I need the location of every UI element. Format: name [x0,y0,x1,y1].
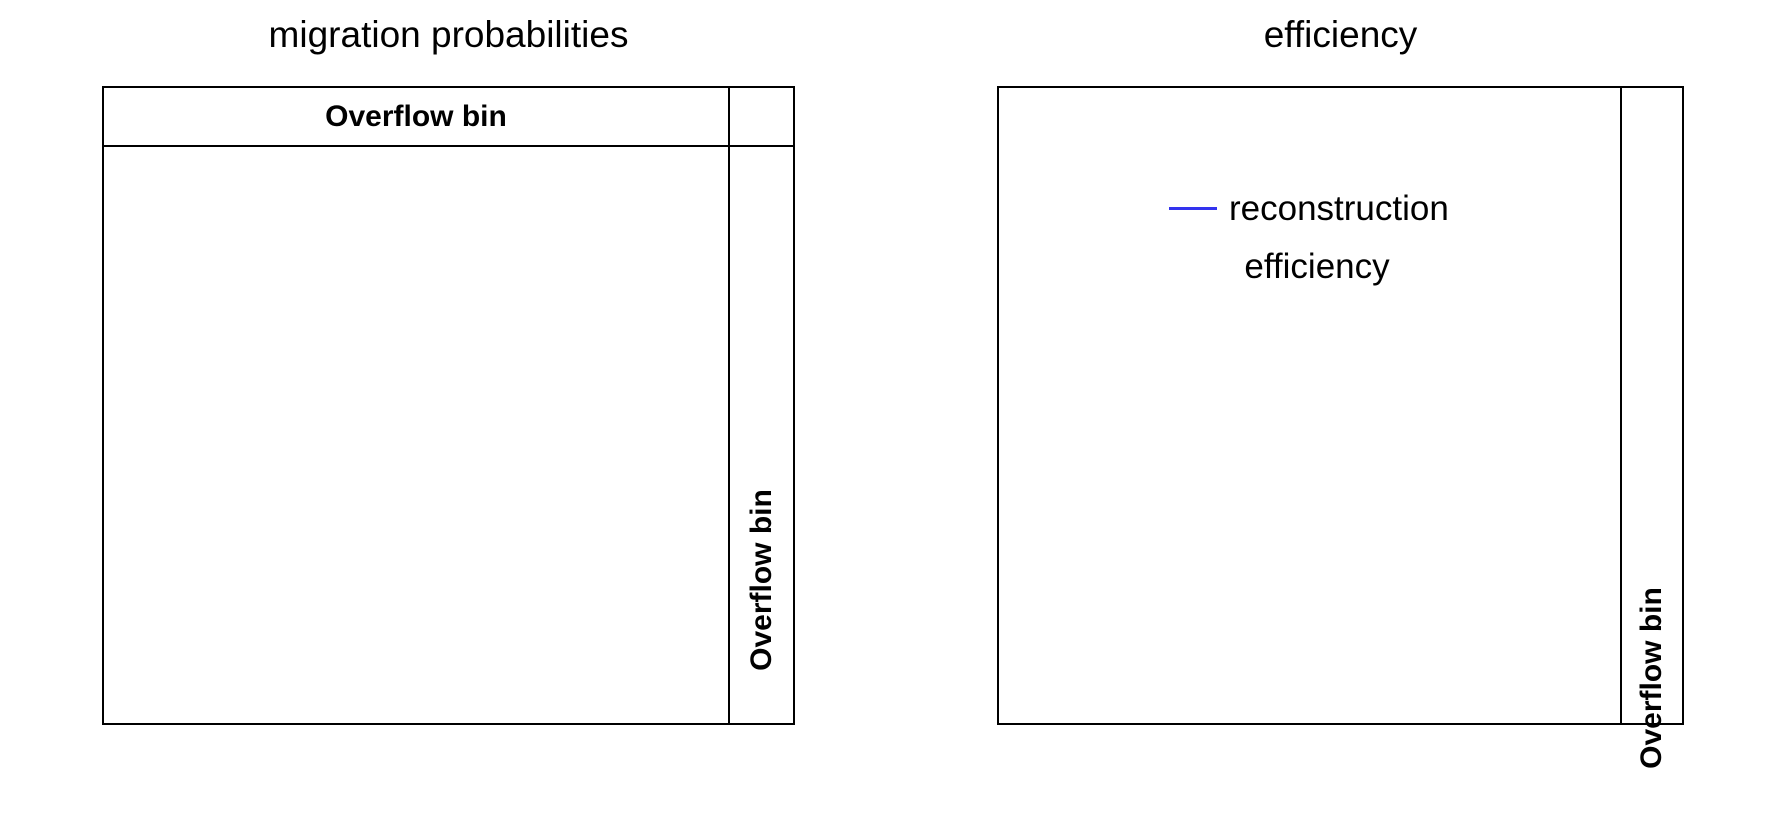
overflow-column-divider [1620,88,1622,723]
legend: reconstruction efficiency [1169,188,1569,284]
panel-title-migration-probabilities: migration probabilities [268,14,629,55]
overflow-bin-vertical-label: Overflow bin [1635,587,1668,769]
overflow-bin-header-label: Overflow bin [325,99,507,133]
overflow-column-migration: Overflow bin [730,88,793,723]
panel-title-efficiency: efficiency [1263,14,1418,55]
legend-label-line-1: reconstruction [1229,188,1449,228]
panel-efficiency: reconstruction efficiency Overflow bin [997,86,1684,769]
overflow-column-efficiency: Overflow bin [1622,88,1682,769]
panel-migration-probabilities: Overflow bin Overflow bin [102,86,795,725]
overflow-column-divider [728,88,730,723]
legend-entry-reconstruction-efficiency: reconstruction [1169,188,1569,228]
legend-line-marker-icon [1169,206,1217,210]
header-separator-line [104,145,793,147]
overflow-bin-vertical-label: Overflow bin [744,489,778,671]
legend-label-line-2: efficiency [1244,247,1390,286]
